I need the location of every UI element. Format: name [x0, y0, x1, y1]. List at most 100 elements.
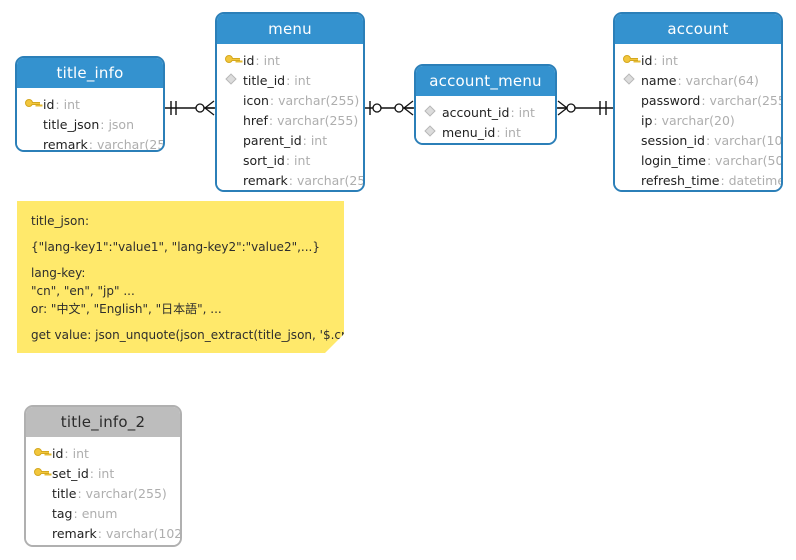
note-line: get value: json_unquote(json_extract(tit… [31, 328, 344, 342]
field-row[interactable]: parent_id : int [217, 130, 363, 150]
no-icon [622, 132, 639, 148]
no-icon [224, 172, 241, 188]
field-name: title_id [243, 72, 286, 88]
field-name: parent_id [243, 132, 302, 148]
field-row[interactable]: password : varchar(255) [615, 90, 781, 110]
table-title-account: account [615, 14, 781, 44]
note-line: lang-key: [31, 266, 86, 280]
relationship-account_menu-account [557, 100, 613, 116]
relationship-title_info-menu [165, 100, 215, 116]
no-icon [622, 112, 639, 128]
key-icon [33, 465, 50, 481]
field-row[interactable]: login_time : varchar(50) [615, 150, 781, 170]
field-name: refresh_time [641, 172, 720, 188]
field-name: title_json [43, 116, 100, 132]
field-type: : varchar(255) [77, 485, 167, 501]
field-type: : varchar(50) [706, 152, 783, 168]
field-type: : datetime [720, 172, 783, 188]
entity-table-account[interactable]: account id : int name : varchar(64) pass… [613, 12, 783, 192]
key-icon [224, 52, 241, 68]
diamond-icon [423, 124, 440, 140]
field-type: : varchar(1024) [97, 525, 182, 541]
field-name: name [641, 72, 677, 88]
field-row[interactable]: href : varchar(255) [217, 110, 363, 130]
field-row[interactable]: set_id : int [26, 463, 180, 483]
field-row[interactable]: id : int [17, 94, 163, 114]
table-fields-account: id : int name : varchar(64) password : v… [615, 44, 781, 190]
field-name: remark [52, 525, 97, 541]
field-row[interactable]: title : varchar(255) [26, 483, 180, 503]
field-type: : int [55, 96, 80, 112]
field-row[interactable]: remark : varchar(1024) [26, 523, 180, 543]
diamond-icon [423, 104, 440, 120]
note-line: {"lang-key1":"value1", "lang-key2":"valu… [31, 240, 320, 254]
table-fields-title_info: id : int title_json : json remark : varc… [17, 88, 163, 151]
field-type: : varchar(255) [288, 172, 365, 188]
table-fields-title_info_2: id : int set_id : int title : varchar(25… [26, 437, 180, 545]
key-icon [24, 96, 41, 112]
entity-table-account_menu[interactable]: account_menu account_id : int menu_id : … [414, 64, 557, 145]
table-fields-account_menu: account_id : int menu_id : int [416, 96, 555, 143]
no-icon [24, 116, 41, 132]
field-row[interactable]: id : int [217, 50, 363, 70]
no-icon [622, 92, 639, 108]
field-type: : int [64, 445, 89, 461]
field-name: id [243, 52, 255, 68]
no-icon [33, 485, 50, 501]
field-row[interactable]: title_id : int [217, 70, 363, 90]
no-icon [24, 136, 41, 150]
field-row[interactable]: ip : varchar(20) [615, 110, 781, 130]
entity-table-menu[interactable]: menu id : int title_id : int icon : varc… [215, 12, 365, 192]
field-name: remark [243, 172, 288, 188]
field-type: : varchar(20) [653, 112, 735, 128]
relationship-menu-account_menu [365, 100, 414, 116]
field-name: sort_id [243, 152, 285, 168]
field-row[interactable]: menu_id : int [416, 122, 555, 142]
key-icon [622, 52, 639, 68]
field-name: href [243, 112, 268, 128]
field-row[interactable]: remark : varchar(255) [217, 170, 363, 190]
field-type: : int [286, 72, 311, 88]
field-name: password [641, 92, 701, 108]
field-type: : enum [73, 505, 118, 521]
no-icon [33, 525, 50, 541]
field-row[interactable]: id : int [26, 443, 180, 463]
field-name: ip [641, 112, 653, 128]
field-type: : int [510, 104, 535, 120]
field-type: : json [100, 116, 134, 132]
field-type: : varchar(255) [701, 92, 783, 108]
field-name: id [641, 52, 653, 68]
field-row[interactable]: tag : enum [26, 503, 180, 523]
sticky-note-title_json[interactable]: title_json: {"lang-key1":"value1", "lang… [17, 201, 344, 353]
field-type: : int [89, 465, 115, 481]
field-row[interactable]: icon : varchar(255) [217, 90, 363, 110]
field-row[interactable]: sort_id : int [217, 150, 363, 170]
note-line: or: "中文", "English", "日本語", ... [31, 302, 222, 316]
field-row[interactable]: remark : varchar(255) [17, 134, 163, 151]
field-name: icon [243, 92, 269, 108]
entity-table-title_info[interactable]: title_info id : int title_json : json re… [15, 56, 165, 152]
field-row[interactable]: id : int [615, 50, 781, 70]
note-fold-corner-icon [325, 334, 344, 353]
no-icon [33, 505, 50, 521]
field-row[interactable]: account_id : int [416, 102, 555, 122]
no-icon [224, 152, 241, 168]
field-type: : int [255, 52, 280, 68]
field-type: : int [302, 132, 328, 148]
field-row[interactable]: session_id : varchar(100) [615, 130, 781, 150]
entity-table-title_info_2[interactable]: title_info_2 id : int set_id : int title… [24, 405, 182, 547]
field-type: : int [285, 152, 311, 168]
field-row[interactable]: title_json : json [17, 114, 163, 134]
field-type: : varchar(255) [269, 92, 360, 108]
table-title-account_menu: account_menu [416, 66, 555, 96]
field-row[interactable]: refresh_time : datetime [615, 170, 781, 190]
field-row[interactable]: name : varchar(64) [615, 70, 781, 90]
field-name: login_time [641, 152, 706, 168]
table-title-title_info_2: title_info_2 [26, 407, 180, 437]
field-name: account_id [442, 104, 510, 120]
field-type: : int [496, 124, 521, 140]
field-name: menu_id [442, 124, 496, 140]
note-line: "cn", "en", "jp" ... [31, 284, 135, 298]
field-type: : varchar(64) [677, 72, 759, 88]
